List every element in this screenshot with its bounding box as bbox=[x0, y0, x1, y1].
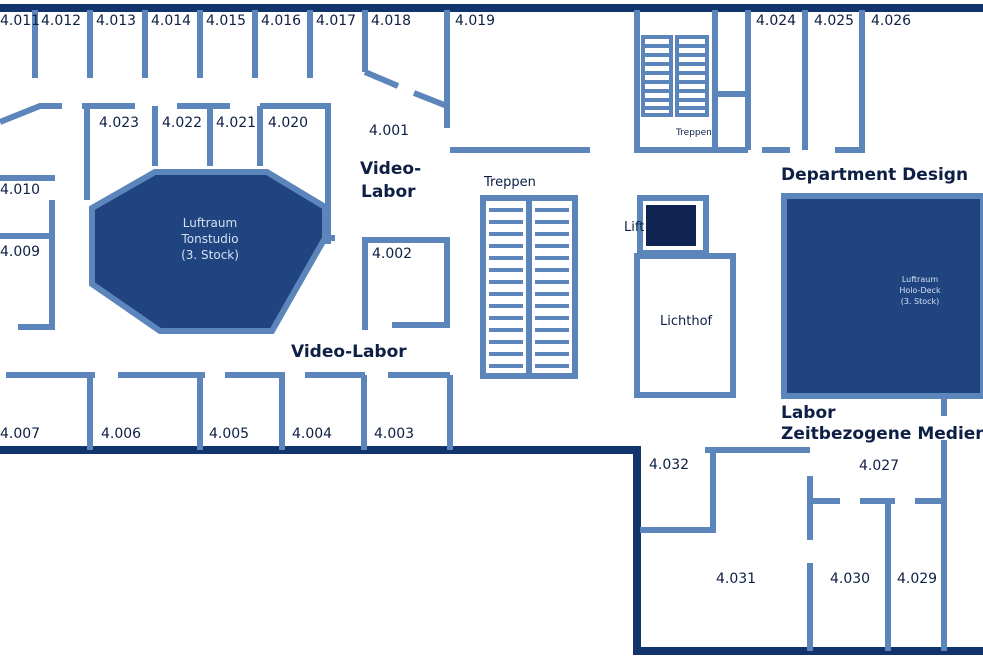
central-stairs bbox=[480, 195, 578, 379]
room-label-4011: 4.011 bbox=[0, 13, 41, 29]
room-label-4031: 4.031 bbox=[716, 571, 757, 587]
lift-label: Lift bbox=[624, 220, 645, 235]
room-label-4023: 4.023 bbox=[99, 115, 140, 131]
room-label-4030: 4.030 bbox=[830, 571, 871, 587]
room-label-4013: 4.013 bbox=[96, 13, 137, 29]
lichthof-label: Lichthof bbox=[660, 314, 713, 329]
room-label-4022: 4.022 bbox=[162, 115, 203, 131]
room-label-4019: 4.019 bbox=[455, 13, 496, 29]
room-label-4025: 4.025 bbox=[814, 13, 855, 29]
stairs-label-top: Treppen bbox=[676, 128, 712, 138]
upper-stairs bbox=[641, 35, 709, 117]
holodeck-caption-line-1: Luftraum bbox=[901, 275, 939, 284]
room-label-4006: 4.006 bbox=[101, 426, 142, 442]
room-label-4003: 4.003 bbox=[374, 426, 415, 442]
room-label-4002: 4.002 bbox=[372, 246, 413, 262]
room-label-4005: 4.005 bbox=[209, 426, 250, 442]
room-label-4027: 4.027 bbox=[859, 458, 900, 474]
room-label-4001: 4.001 bbox=[369, 123, 410, 139]
holodeck-caption-line-3: (3. Stock) bbox=[900, 297, 940, 306]
area-label-labor: Labor bbox=[781, 403, 836, 423]
left-room-walls bbox=[0, 175, 335, 330]
room-label-4007: 4.007 bbox=[0, 426, 41, 442]
room-label-4026: 4.026 bbox=[871, 13, 912, 29]
room-label-4010: 4.010 bbox=[0, 182, 41, 198]
lift-shaft bbox=[637, 195, 709, 256]
room-4002-walls bbox=[362, 237, 450, 330]
area-label-department-design: Department Design bbox=[781, 165, 969, 185]
tonstudio-void bbox=[89, 169, 328, 334]
holodeck-caption-line-2: Holo-Deck bbox=[899, 286, 941, 295]
bottom-row-walls bbox=[6, 372, 453, 450]
outer-wall-bottom bbox=[0, 446, 983, 655]
stairs-label-center: Treppen bbox=[484, 175, 536, 190]
area-label-video-labor-lower: Video-Labor bbox=[291, 342, 407, 362]
tonstudio-caption: Luftraum Tonstudio (3. Stock) bbox=[154, 215, 266, 263]
room-label-4009: 4.009 bbox=[0, 244, 41, 260]
room-label-4029: 4.029 bbox=[897, 571, 938, 587]
holodeck-caption: Luftraum Holo-Deck (3. Stock) bbox=[880, 274, 960, 307]
second-row-walls bbox=[0, 103, 331, 244]
lower-right-walls bbox=[640, 398, 947, 651]
room-label-4004: 4.004 bbox=[292, 426, 333, 442]
room-label-4032: 4.032 bbox=[649, 457, 690, 473]
room-label-4015: 4.015 bbox=[206, 13, 247, 29]
top-office-walls bbox=[32, 10, 450, 128]
room-label-4012: 4.012 bbox=[41, 13, 82, 29]
area-label-zeitbezogene-medien: Zeitbezogene Medien bbox=[781, 424, 983, 444]
room-label-4021: 4.021 bbox=[216, 115, 257, 131]
room-label-4018: 4.018 bbox=[371, 13, 412, 29]
room-label-4014: 4.014 bbox=[151, 13, 192, 29]
lichthof-court bbox=[634, 253, 736, 398]
area-label-video-labor-upper-1: Video- bbox=[360, 159, 422, 179]
area-label-video-labor-upper-2: Labor bbox=[361, 182, 416, 202]
top-right-walls bbox=[450, 10, 865, 153]
tonstudio-caption-line-1: Luftraum bbox=[182, 216, 238, 230]
room-label-4020: 4.020 bbox=[268, 115, 309, 131]
room-label-4017: 4.017 bbox=[316, 13, 357, 29]
room-label-4016: 4.016 bbox=[261, 13, 302, 29]
room-label-4024: 4.024 bbox=[756, 13, 797, 29]
holodeck-void bbox=[781, 193, 983, 399]
tonstudio-caption-line-3: (3. Stock) bbox=[181, 248, 239, 262]
tonstudio-caption-line-2: Tonstudio bbox=[181, 232, 239, 246]
